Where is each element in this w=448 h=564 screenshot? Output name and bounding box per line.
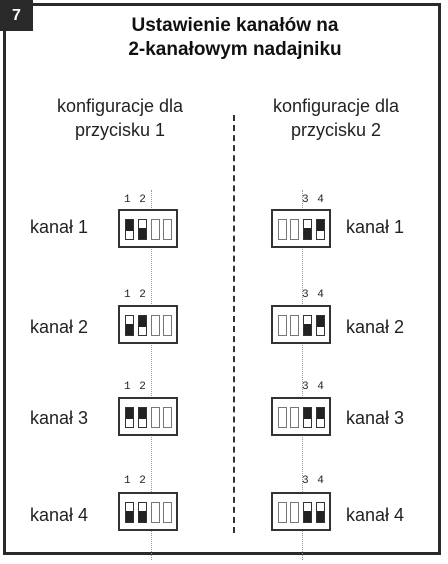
right-channel-label-3: kanał 3 bbox=[346, 408, 405, 428]
switch-1 bbox=[125, 219, 134, 240]
right-channel-label-1: kanał 1 bbox=[346, 217, 405, 237]
switch-unused bbox=[278, 502, 287, 523]
left-dip-switch-2 bbox=[118, 305, 178, 344]
left-channel-label-2: kanał 2 bbox=[30, 317, 89, 337]
right-dip-switch-3 bbox=[271, 397, 331, 436]
switch-unused bbox=[278, 315, 287, 336]
column-divider bbox=[233, 115, 235, 533]
left-switch-numbers-3: 1 2 bbox=[124, 381, 147, 393]
left-switch-numbers-1: 1 2 bbox=[124, 194, 147, 206]
left-column-heading: konfiguracje dla przycisku 1 bbox=[30, 94, 210, 142]
switch-unused bbox=[290, 407, 299, 428]
switch-1 bbox=[125, 502, 134, 523]
switch-2 bbox=[138, 219, 147, 240]
switch-4 bbox=[316, 315, 325, 336]
switch-3 bbox=[303, 502, 312, 523]
switch-2 bbox=[138, 407, 147, 428]
switch-3 bbox=[303, 407, 312, 428]
right-switch-numbers-3: 3 4 bbox=[302, 381, 325, 393]
switch-4 bbox=[316, 219, 325, 240]
left-guide-line bbox=[151, 190, 152, 560]
left-dip-switch-4 bbox=[118, 492, 178, 531]
left-switch-numbers-4: 1 2 bbox=[124, 475, 147, 487]
switch-1 bbox=[125, 407, 134, 428]
switch-unused bbox=[163, 315, 172, 336]
right-switch-numbers-4: 3 4 bbox=[302, 475, 325, 487]
right-channel-label-4: kanał 4 bbox=[346, 505, 405, 525]
switch-unused bbox=[163, 502, 172, 523]
switch-unused bbox=[151, 219, 160, 240]
left-dip-switch-1 bbox=[118, 209, 178, 248]
figure-frame bbox=[3, 3, 441, 555]
switch-unused bbox=[290, 315, 299, 336]
right-dip-switch-2 bbox=[271, 305, 331, 344]
switch-unused bbox=[290, 219, 299, 240]
title-line-1: Ustawienie kanałów na bbox=[131, 15, 339, 36]
figure-number-badge: 7 bbox=[0, 0, 33, 31]
switch-3 bbox=[303, 315, 312, 336]
right-guide-line bbox=[302, 190, 303, 560]
switch-unused bbox=[163, 407, 172, 428]
title-line-2: 2-kanałowym nadajniku bbox=[128, 39, 342, 60]
switch-unused bbox=[151, 502, 160, 523]
figure-title: Ustawienie kanałów na 2-kanałowym nadajn… bbox=[60, 14, 410, 62]
switch-unused bbox=[151, 407, 160, 428]
right-dip-switch-4 bbox=[271, 492, 331, 531]
right-switch-numbers-2: 3 4 bbox=[302, 289, 325, 301]
right-switch-numbers-1: 3 4 bbox=[302, 194, 325, 206]
left-channel-label-4: kanał 4 bbox=[30, 505, 89, 525]
switch-4 bbox=[316, 407, 325, 428]
switch-unused bbox=[163, 219, 172, 240]
switch-unused bbox=[290, 502, 299, 523]
right-column-heading: konfiguracje dla przycisku 2 bbox=[246, 94, 426, 142]
switch-1 bbox=[125, 315, 134, 336]
right-channel-label-2: kanał 2 bbox=[346, 317, 405, 337]
left-dip-switch-3 bbox=[118, 397, 178, 436]
switch-2 bbox=[138, 315, 147, 336]
switch-unused bbox=[151, 315, 160, 336]
left-heading-line-2: przycisku 1 bbox=[74, 120, 166, 140]
left-switch-numbers-2: 1 2 bbox=[124, 289, 147, 301]
left-channel-label-1: kanał 1 bbox=[30, 217, 89, 237]
switch-3 bbox=[303, 219, 312, 240]
right-dip-switch-1 bbox=[271, 209, 331, 248]
right-heading-line-1: konfiguracje dla bbox=[272, 96, 400, 116]
left-channel-label-3: kanał 3 bbox=[30, 408, 89, 428]
switch-4 bbox=[316, 502, 325, 523]
left-heading-line-1: konfiguracje dla bbox=[56, 96, 184, 116]
right-heading-line-2: przycisku 2 bbox=[290, 120, 382, 140]
switch-unused bbox=[278, 219, 287, 240]
switch-2 bbox=[138, 502, 147, 523]
switch-unused bbox=[278, 407, 287, 428]
